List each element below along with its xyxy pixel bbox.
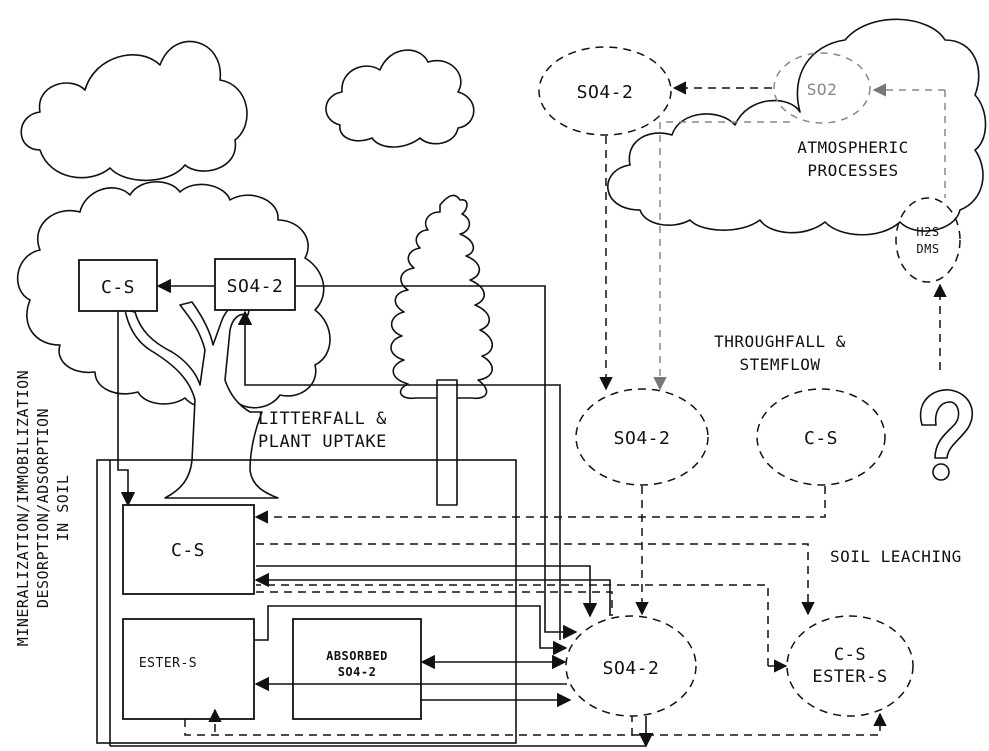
atm-so4-node: SO4-2 <box>539 47 671 135</box>
atm-dms-label: DMS <box>916 242 939 256</box>
throughfall-cs-label: C-S <box>804 428 838 449</box>
cloud-middle-icon <box>326 50 474 147</box>
soil-so4-label: SO4-2 <box>603 658 660 679</box>
canopy-so4-node: SO4-2 <box>215 259 295 310</box>
throughfall-so4-node: SO4-2 <box>576 389 708 485</box>
soil-absorbed-label-2: SO4-2 <box>338 665 377 679</box>
atm-so4-label: SO4-2 <box>577 82 634 103</box>
leach-cs-label: C-S <box>834 645 866 665</box>
throughfall-label-1: THROUGHFALL & <box>714 332 846 351</box>
throughfall-cs-node: C-S <box>757 389 885 485</box>
litterfall-label-2: PLANT UPTAKE <box>258 432 387 452</box>
unknown-source-icon <box>921 390 973 480</box>
conifer-tree-icon <box>391 195 492 505</box>
soil-cs-node: C-S <box>123 505 254 594</box>
leach-cs-ester-node: C-S ESTER-S <box>787 616 913 716</box>
throughfall-label-2: STEMFLOW <box>739 355 820 374</box>
soil-leaching-label: SOIL LEACHING <box>830 547 962 566</box>
canopy-cs-label: C-S <box>101 277 135 298</box>
atm-h2s-label: H2S <box>916 225 939 239</box>
soil-process-label-group: MINERALIZATION/IMMOBILIZATION DESORPTION… <box>14 370 72 646</box>
soil-process-label-3: IN SOIL <box>54 475 72 542</box>
canopy-cs-node: C-S <box>79 260 157 311</box>
soil-absorbed-label-1: ABSORBED <box>326 649 388 663</box>
soil-ester-label: ESTER-S <box>139 656 197 671</box>
soil-ester-node: ESTER-S <box>123 619 254 719</box>
soil-process-label-2: DESORPTION/ADSORPTION <box>34 408 52 608</box>
leach-ester-label: ESTER-S <box>812 667 887 687</box>
soil-cs-label: C-S <box>171 540 205 561</box>
litterfall-label-1: LITTERFALL & <box>258 409 387 429</box>
soil-process-label-1: MINERALIZATION/IMMOBILIZATION <box>14 370 32 646</box>
throughfall-so4-label: SO4-2 <box>614 428 671 449</box>
cloud-left-icon <box>21 41 247 180</box>
soil-absorbed-node: ABSORBED SO4-2 <box>293 619 421 719</box>
atmosphere-cloud-icon <box>608 19 986 234</box>
canopy-so4-label: SO4-2 <box>227 276 284 297</box>
soil-so4-node: SO4-2 <box>566 616 696 716</box>
atmospheric-label-1: ATMOSPHERIC <box>797 138 908 157</box>
atm-so2-label: SO2 <box>807 80 837 99</box>
atmospheric-label-2: PROCESSES <box>807 161 898 180</box>
